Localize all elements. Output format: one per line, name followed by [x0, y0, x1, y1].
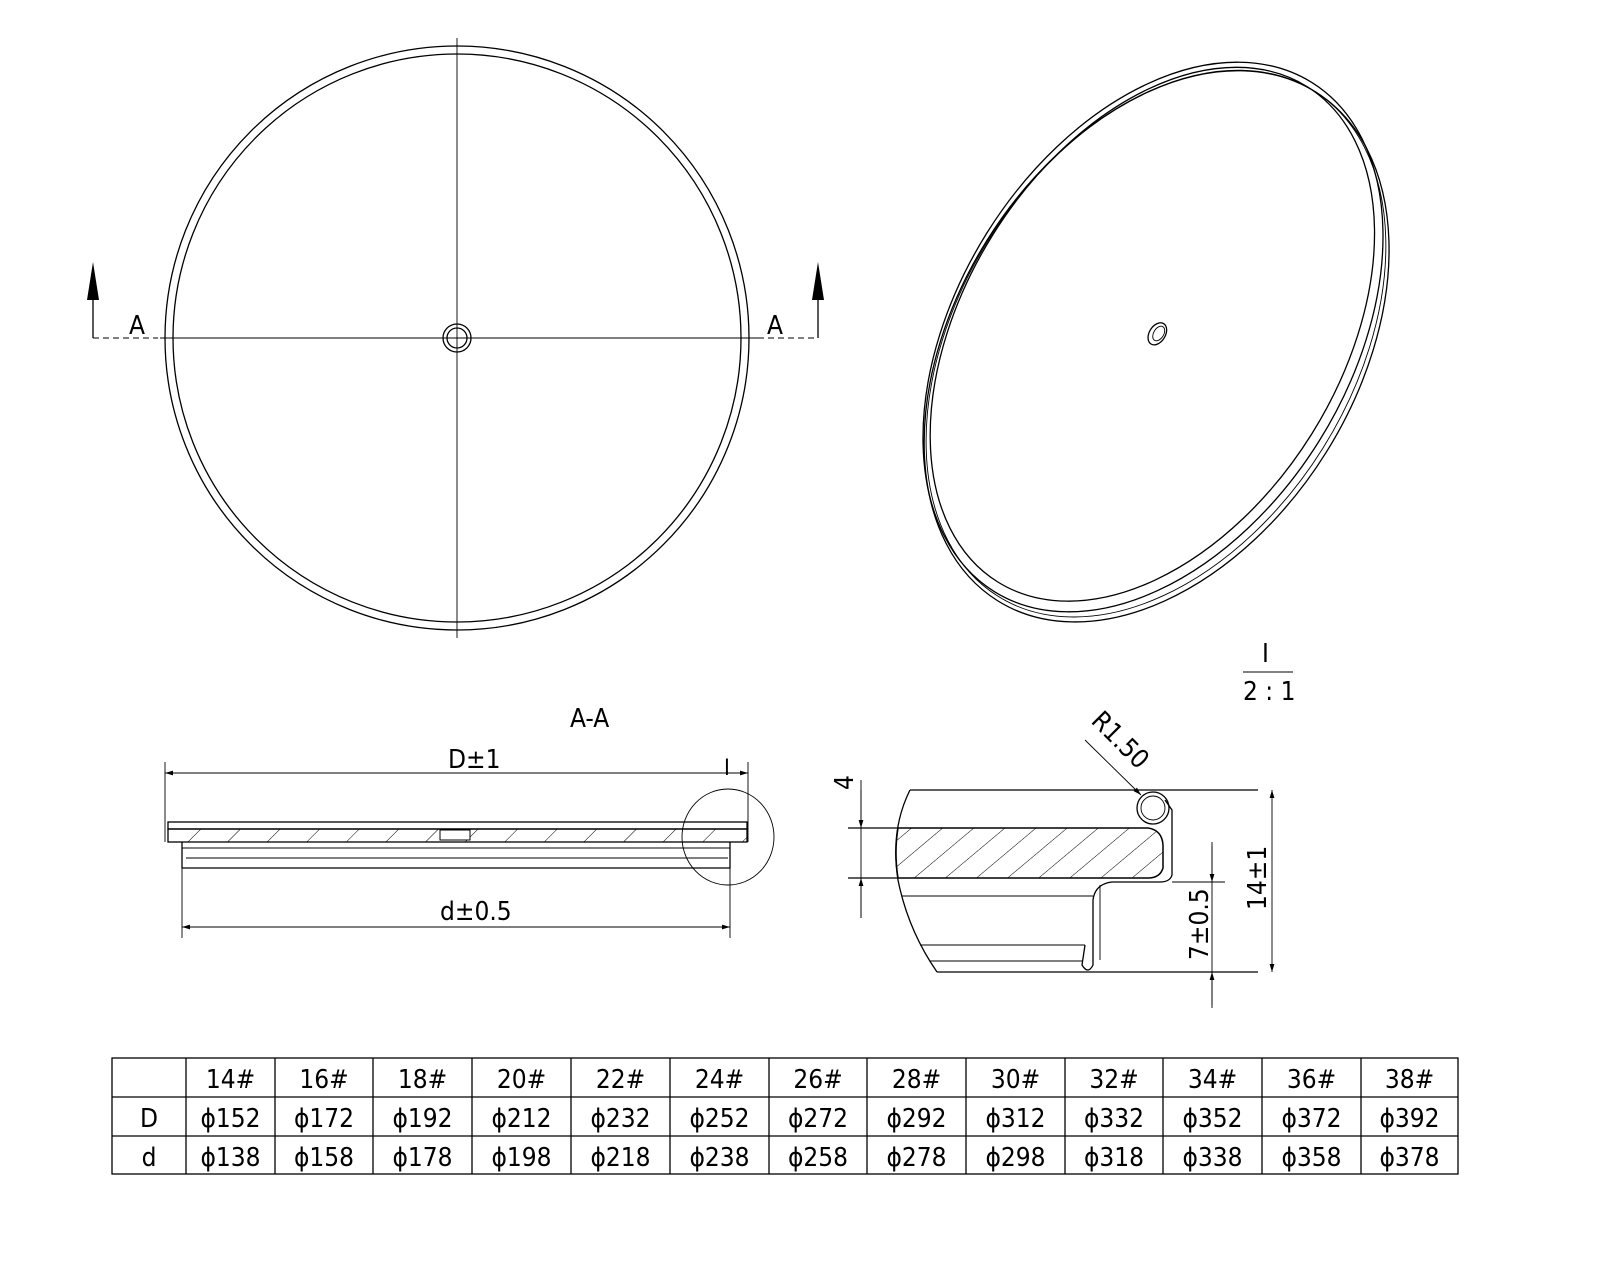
detail-label: I — [1262, 639, 1269, 669]
table-cell: ϕ352 — [1182, 1104, 1242, 1134]
table-cell: ϕ138 — [200, 1143, 260, 1173]
section-letter: A — [129, 311, 145, 341]
table-cell: ϕ372 — [1281, 1104, 1341, 1134]
size-table: 14# 16# 18# 20# 22# 24# 26# 28# 30# 32# 34# 36# 38# D… — [111, 1057, 1459, 1175]
table-header-cell: 26# — [793, 1065, 842, 1095]
table-header-cell: 38# — [1385, 1065, 1434, 1095]
table-header-cell: 32# — [1089, 1065, 1138, 1095]
isometric-view — [922, 61, 1390, 623]
table-cell: ϕ178 — [392, 1143, 452, 1173]
table-cell: ϕ378 — [1379, 1143, 1439, 1173]
hub-inner — [446, 327, 468, 349]
hub-outer — [442, 323, 472, 353]
detail-view: I 2 : 1 4 7±0.5 14±1 R1.50 — [830, 639, 1296, 1008]
arrow-up-icon — [812, 262, 824, 300]
table-header-cell: 24# — [695, 1065, 744, 1095]
table-cell: ϕ318 — [1084, 1143, 1144, 1173]
table-header-cell: 22# — [596, 1065, 645, 1095]
section-mark-left: A — [87, 262, 158, 341]
detail-scale: 2 : 1 — [1243, 677, 1296, 707]
table-cell: ϕ152 — [200, 1104, 260, 1134]
table-cell: ϕ232 — [590, 1104, 650, 1134]
table-cell: D — [140, 1104, 158, 1134]
table-cell: ϕ258 — [788, 1143, 848, 1173]
detail-ref-label: I — [724, 756, 730, 781]
table-cell: ϕ218 — [590, 1143, 650, 1173]
table-header-cell: 18# — [398, 1065, 447, 1095]
table-cell: ϕ212 — [491, 1104, 551, 1134]
table-cell: ϕ278 — [886, 1143, 946, 1173]
table-cell: d — [142, 1143, 157, 1173]
table-cell: ϕ158 — [294, 1143, 354, 1173]
section-view: A-A D±1 I d±0.5 — [164, 704, 775, 938]
table-cell: ϕ332 — [1084, 1104, 1144, 1134]
table-border — [111, 1057, 1459, 1175]
table-cell: ϕ172 — [294, 1104, 354, 1134]
arrow-up-icon — [87, 262, 99, 300]
table-header-cell: 20# — [497, 1065, 546, 1095]
section-mark-right: A — [758, 262, 824, 341]
table-cell: ϕ252 — [689, 1104, 749, 1134]
table-cell: ϕ338 — [1182, 1143, 1242, 1173]
top-view: A A — [87, 38, 824, 638]
table-cell: ϕ298 — [985, 1143, 1045, 1173]
table-header-cell: 34# — [1188, 1065, 1237, 1095]
skirt-height-label: 7±0.5 — [1185, 888, 1215, 960]
detail-circle — [681, 788, 775, 886]
table-header-cell: 16# — [299, 1065, 348, 1095]
table-cell: ϕ358 — [1281, 1143, 1341, 1173]
section-title: A-A — [570, 704, 609, 734]
iso-hub — [1147, 322, 1168, 346]
table-cell: ϕ192 — [392, 1104, 452, 1134]
total-height-label: 14±1 — [1243, 846, 1273, 910]
inner-dim-label: d±0.5 — [440, 897, 512, 927]
table-header-cell: 30# — [991, 1065, 1040, 1095]
table-cell: ϕ238 — [689, 1143, 749, 1173]
section-letter: A — [767, 311, 783, 341]
table-header-cell: 28# — [892, 1065, 941, 1095]
table-cell: ϕ272 — [788, 1104, 848, 1134]
radius-label: R1.50 — [1085, 706, 1155, 776]
table-cell: ϕ392 — [1379, 1104, 1439, 1134]
table-header-cell: 14# — [206, 1065, 255, 1095]
table-cell: ϕ292 — [886, 1104, 946, 1134]
table-cell: ϕ198 — [491, 1143, 551, 1173]
table-cell: ϕ312 — [985, 1104, 1045, 1134]
table-header-cell: 36# — [1287, 1065, 1336, 1095]
outer-dim-label: D±1 — [448, 745, 501, 775]
thickness-label: 4 — [830, 775, 860, 790]
